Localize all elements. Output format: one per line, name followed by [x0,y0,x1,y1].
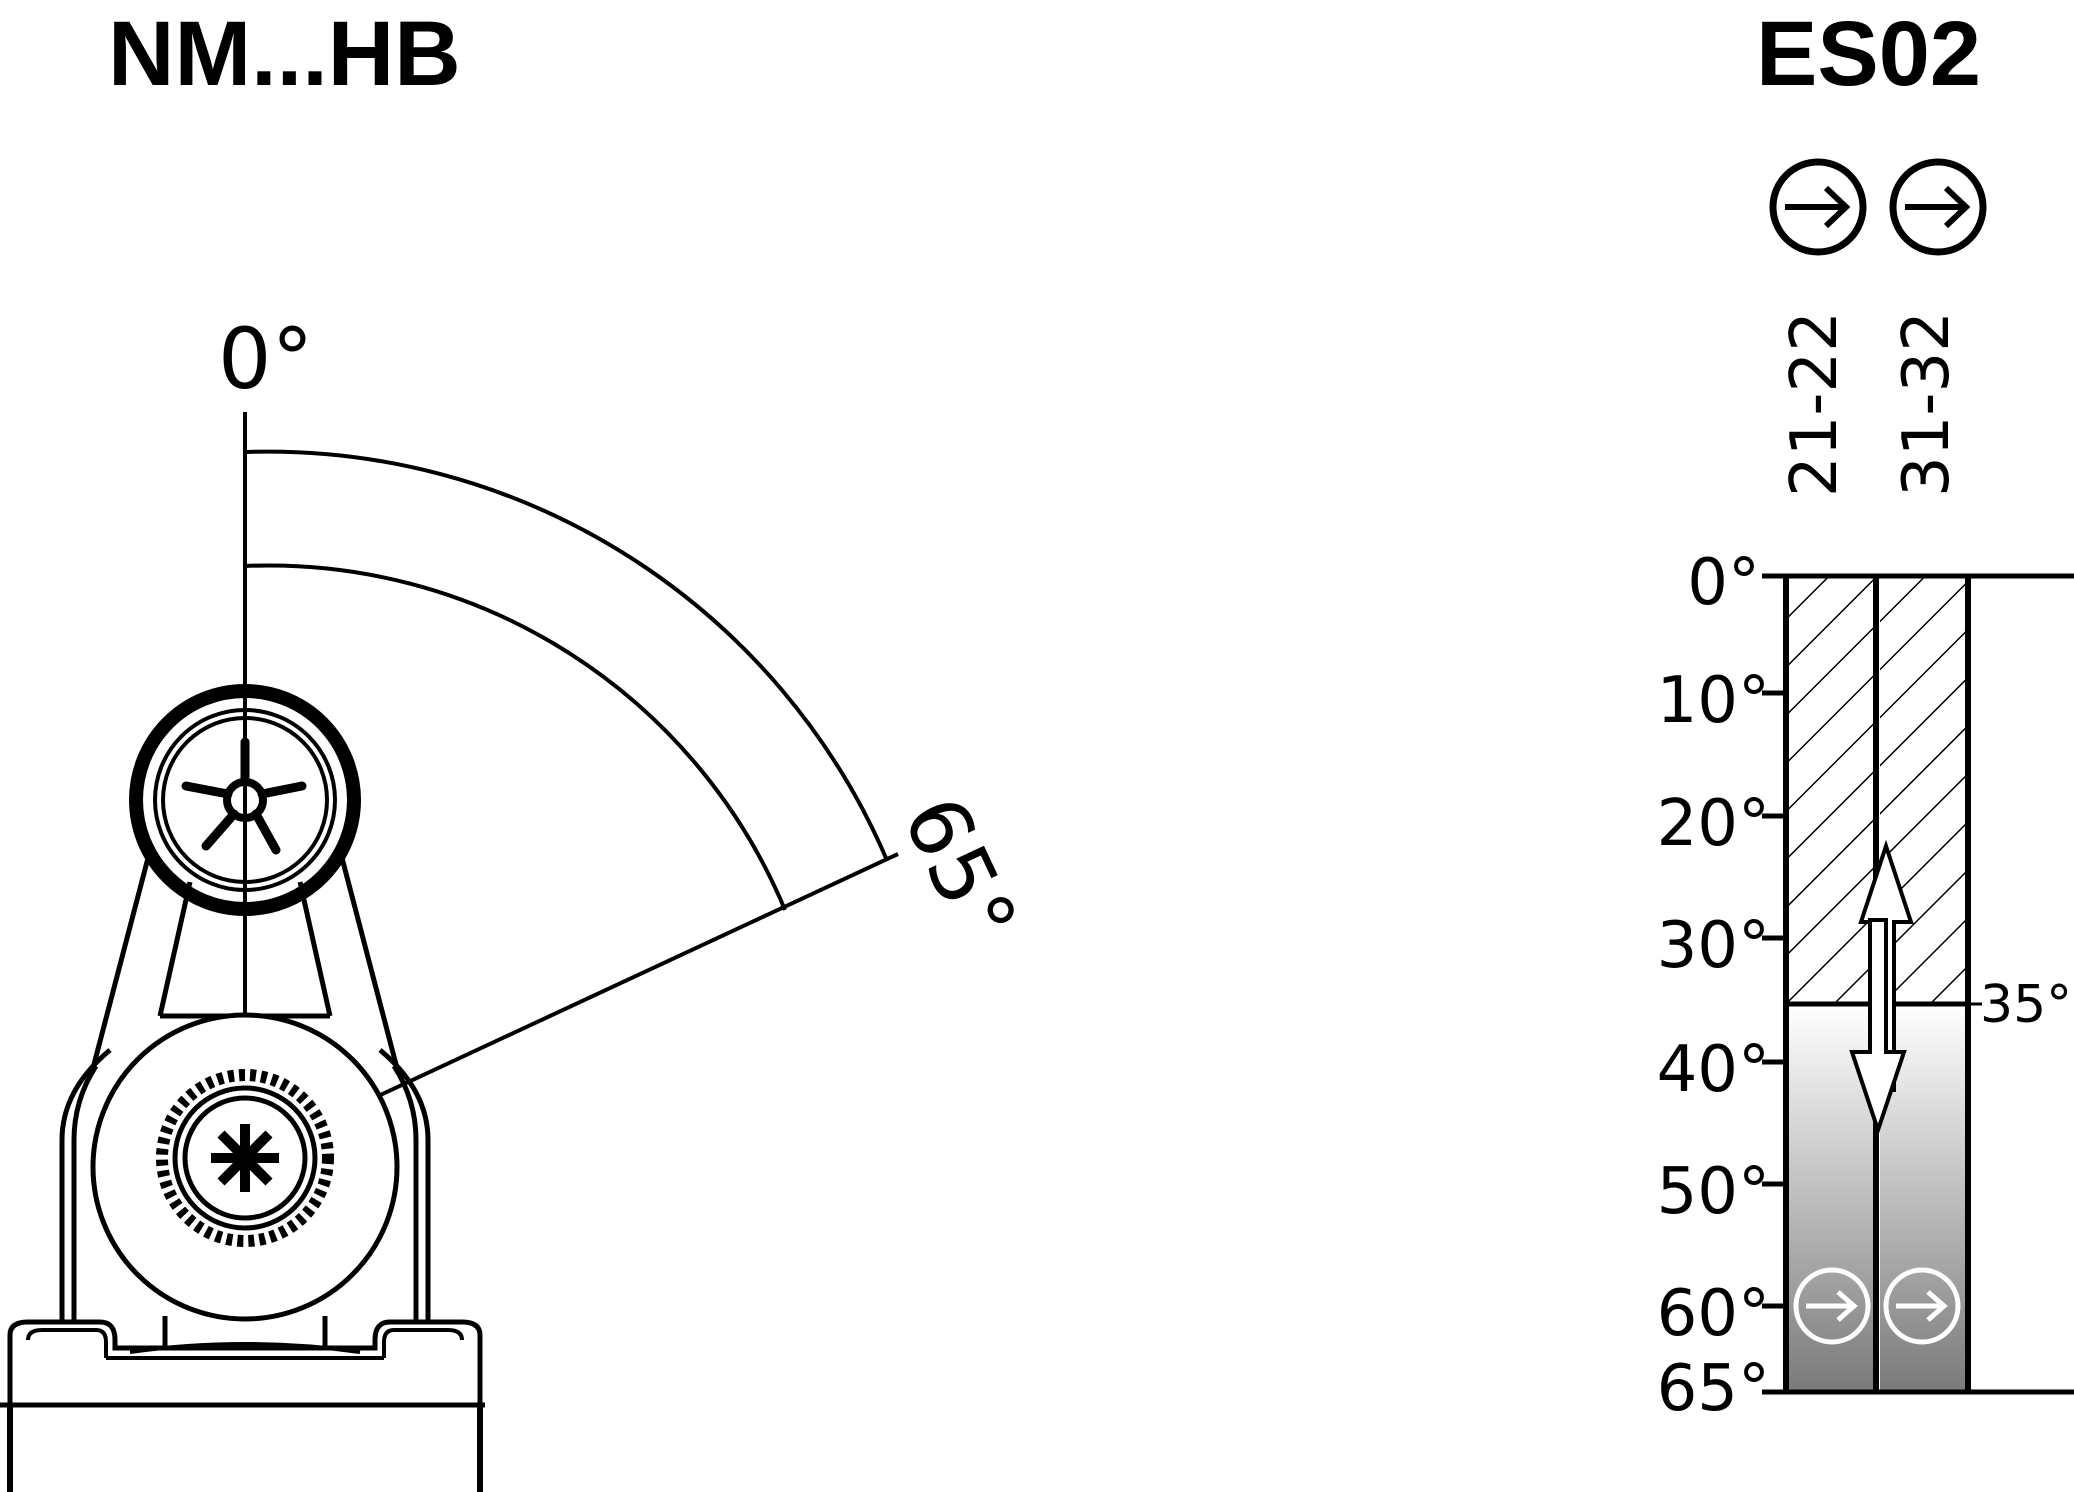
contact-label-31-32: 31-32 [1890,311,1964,497]
angle-scale-ticks [1762,690,1786,1309]
closed-region-21-22 [1788,576,1874,1004]
angle-tick-label: 20° [1657,787,1770,861]
angle-tick-label: 50° [1657,1155,1770,1229]
left-title: NM...HB [108,3,461,105]
hysteresis-arrows [1849,839,1914,1137]
rotary-head [90,1012,400,1322]
roller-wheel [129,684,361,916]
angle-tick-label: 65° [1657,1352,1770,1426]
angle-tick-label: 0° [1687,546,1760,620]
angle-tick-label: 40° [1657,1033,1770,1107]
switch-point-label: 35° [1980,975,2072,1035]
contact-symbol-31-32 [1889,158,1987,256]
positive-opening-marker-21-22 [1793,1267,1871,1345]
contact-symbol-21-22 [1769,158,1867,256]
angle-start-label: 0° [218,310,313,408]
angle-tick-label: 10° [1657,664,1770,738]
outer-travel-arc [244,449,888,859]
angle-tick-label: 30° [1657,909,1770,983]
switch-housing [0,1316,485,1492]
contact-label-21-22: 21-22 [1778,311,1852,497]
positive-opening-marker-31-32 [1883,1267,1961,1345]
inner-travel-arc [244,563,787,911]
head-side-brackets [59,1048,431,1322]
right-title: ES02 [1756,3,1981,105]
angle-end-label: 65° [884,782,1036,958]
angle-tick-label: 60° [1657,1277,1770,1351]
lever-arms [89,857,401,1073]
